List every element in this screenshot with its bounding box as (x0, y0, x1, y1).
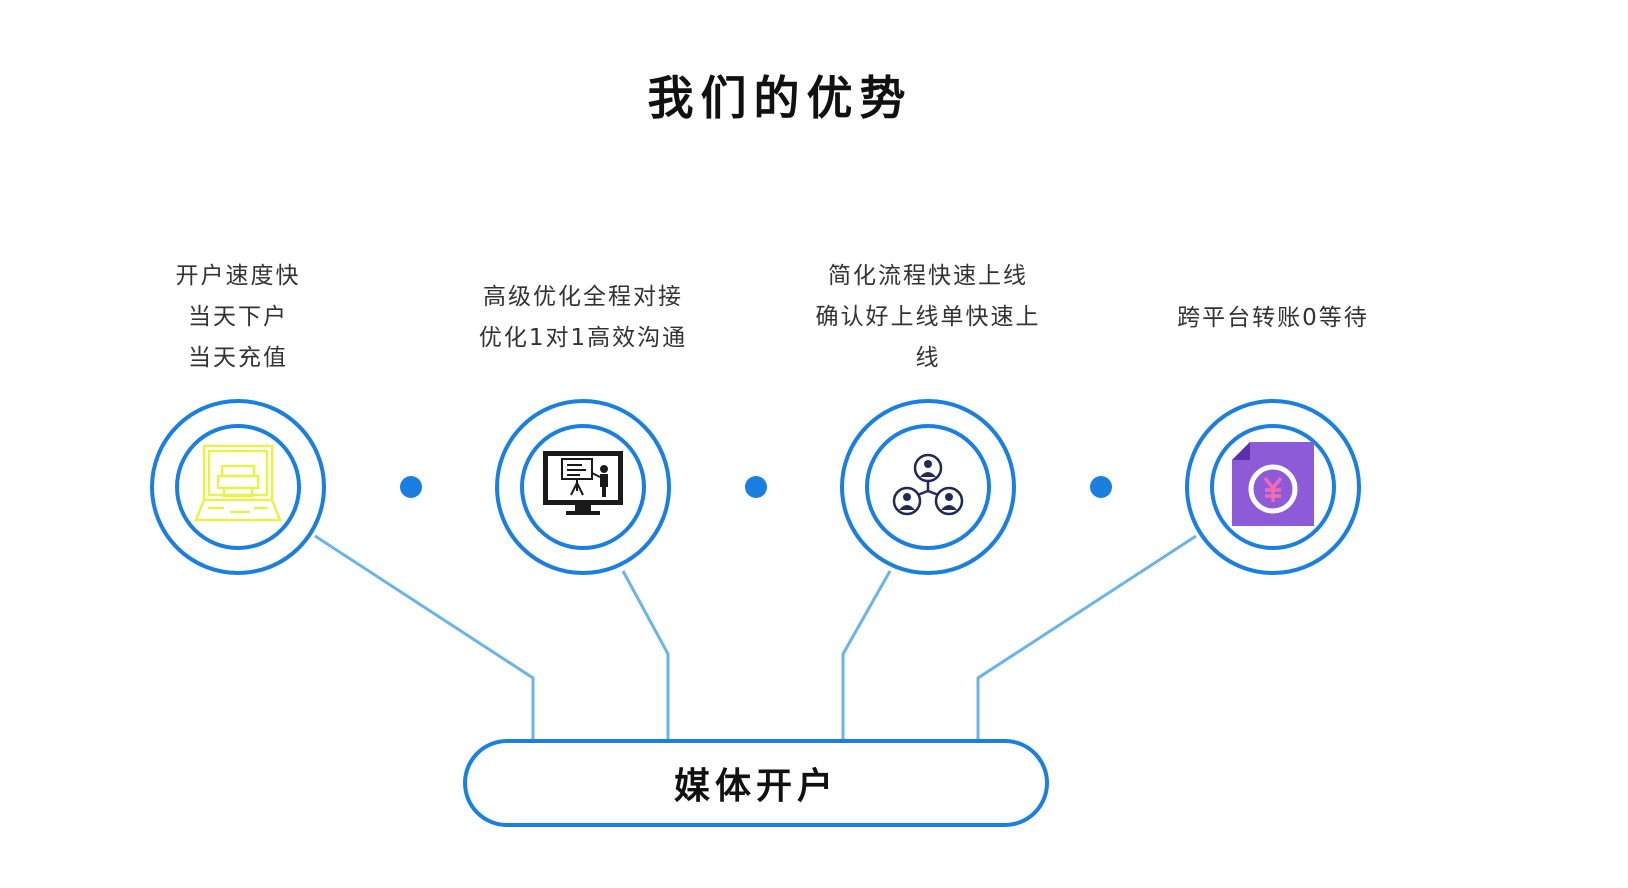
media-account-hub: 媒体开户 (463, 739, 1049, 827)
connector-line-3 (841, 570, 892, 741)
laptop-icon (194, 444, 282, 530)
advantage-3-ring (840, 399, 1016, 575)
advantage-4-text: 跨平台转账0等待 (1123, 298, 1423, 339)
connector-line-4 (976, 534, 1197, 741)
advantage-3-text: 简化流程快速上线 确认好上线单快速上 线 (778, 256, 1078, 379)
separator-dot-2 (745, 476, 767, 498)
advantage-1-inner-ring (175, 424, 301, 550)
advantage-4-line-1: 跨平台转账0等待 (1177, 305, 1369, 331)
separator-dot-1 (400, 476, 422, 498)
people-network-icon (892, 453, 964, 521)
advantage-3-line-1: 简化流程快速上线 (828, 263, 1028, 289)
advantage-4-ring (1185, 399, 1361, 575)
advantage-2-text: 高级优化全程对接 优化1对1高效沟通 (433, 277, 733, 359)
presentation-screen-icon (542, 449, 624, 525)
advantage-4-inner-ring (1210, 424, 1336, 550)
page-title: 我们的优势 (647, 71, 913, 125)
advantage-1-text: 开户速度快 当天下户 当天充值 (88, 256, 388, 379)
separator-dot-3 (1090, 476, 1112, 498)
connector-line-1 (314, 534, 535, 741)
advantage-3-line-3: 线 (915, 345, 941, 371)
media-account-label: 媒体开户 (673, 766, 838, 807)
advantage-3-line-2: 确认好上线单快速上 (815, 304, 1041, 330)
advantage-3-inner-ring (865, 424, 991, 550)
connector-line-2 (621, 570, 670, 741)
advantage-2-inner-ring (520, 424, 646, 550)
advantage-1-line-1: 开户速度快 (175, 263, 301, 289)
advantage-1-line-3: 当天充值 (188, 345, 288, 371)
advantage-2-line-1: 高级优化全程对接 (483, 284, 683, 310)
advantage-1-line-2: 当天下户 (188, 304, 288, 330)
advantage-1-ring (150, 399, 326, 575)
yuan-document-icon (1230, 442, 1316, 532)
advantage-2-ring (495, 399, 671, 575)
advantage-2-line-2: 优化1对1高效沟通 (478, 325, 688, 351)
